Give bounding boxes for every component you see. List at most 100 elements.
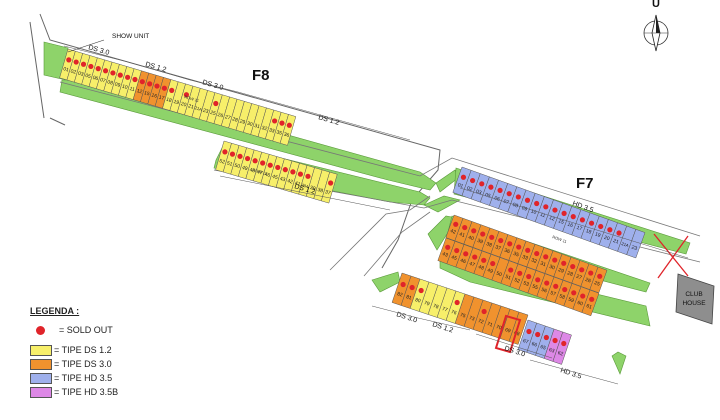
sold-out-dot (453, 221, 459, 227)
legend-item: = TIPE HD 3.5B (30, 386, 200, 398)
sold-out-dot (570, 263, 576, 270)
lot-number: 36 (503, 248, 510, 256)
lot-25[interactable]: 25 (589, 266, 608, 294)
lot-18[interactable]: 18 (580, 212, 600, 242)
lot-number: 33 (268, 127, 275, 134)
lot-number: 73 (468, 315, 475, 323)
sold-out-dot (506, 191, 512, 197)
sold-out-dot (290, 169, 296, 175)
lot-number: 26 (584, 277, 591, 285)
sold-out-dot (561, 340, 567, 347)
lot-59[interactable]: 59 (563, 283, 582, 310)
lot-number: 65 (539, 344, 546, 352)
lot-number: 63 (548, 347, 555, 355)
legend-label: = TIPE HD 3.5 (54, 373, 113, 383)
lot-51[interactable]: 51 (500, 260, 519, 287)
lot-68[interactable]: 68 (508, 311, 529, 345)
sold-out-dot (553, 283, 559, 289)
sold-out-dot (66, 57, 72, 63)
lot-33[interactable]: 33 (517, 240, 536, 268)
lot-number: 45 (271, 174, 278, 181)
sold-out-dot (526, 273, 532, 280)
lot-shape (279, 114, 297, 146)
legend-item: = TIPE DS 1.2 (30, 344, 200, 356)
lot-62[interactable]: 62 (552, 331, 572, 365)
lot-80[interactable]: 80 (409, 278, 430, 312)
lot-number: 33 (521, 254, 528, 262)
sold-out-dot (562, 286, 568, 293)
compass-north-letter: U (652, 0, 660, 10)
sold-out-dot (481, 308, 487, 315)
sold-out-dot (213, 100, 219, 107)
lot-number: 50 (495, 271, 502, 279)
lot-31[interactable]: 31 (535, 247, 554, 274)
sold-out-dot (579, 267, 585, 273)
lot-number: 08 (106, 79, 113, 86)
lot-18[interactable]: 18 (162, 79, 179, 111)
lot-number: 01 (62, 66, 69, 73)
lot-number: 38 (485, 241, 492, 249)
lot-number: 48 (477, 264, 484, 272)
sold-out-dot (524, 197, 531, 203)
lot-23[interactable]: 23 (626, 229, 646, 259)
sold-out-dot (515, 194, 521, 200)
lot-17[interactable]: 17 (571, 209, 591, 239)
lot-35[interactable]: 35 (272, 111, 289, 144)
lot-number: 20 (180, 101, 187, 108)
lot-shape (581, 289, 600, 317)
lot-number: 21A (194, 105, 203, 112)
lot-02[interactable]: 02 (66, 50, 84, 83)
lot-40[interactable]: 40 (463, 221, 482, 248)
sold-out-dot (561, 210, 567, 216)
sold-out-dot (535, 331, 541, 338)
lot-number: 69 (504, 327, 511, 335)
lot-number: 49 (486, 267, 493, 275)
lot-number: 10 (530, 208, 537, 216)
lot-39A[interactable]: 39A (298, 165, 315, 197)
sold-out-dot (462, 224, 468, 231)
sold-out-dot (552, 207, 558, 213)
lot-number: 59 (567, 297, 574, 305)
lot-41[interactable]: 41 (290, 162, 308, 195)
lot-61[interactable]: 61 (581, 289, 600, 317)
sold-out-dot (472, 254, 478, 260)
lot-number: 25 (209, 110, 216, 117)
lot-41[interactable]: 41 (454, 217, 473, 245)
crossed-lot-marker (653, 233, 689, 279)
lot-shape (626, 229, 646, 259)
lot-number: 07 (99, 77, 106, 84)
dimension-label: HD 3.5 (559, 367, 582, 380)
lot-number: 52 (218, 158, 225, 165)
lot-number: 20 (603, 235, 610, 243)
sold-out-dot (463, 251, 469, 257)
lot-67[interactable]: 67 (517, 319, 538, 353)
sold-out-dot (497, 187, 503, 193)
lot-number: 28 (566, 270, 573, 278)
sold-out-dot (125, 74, 131, 80)
lot-36[interactable]: 36 (279, 114, 297, 146)
sold-out-dot (571, 290, 577, 296)
lot-45[interactable]: 45 (446, 240, 465, 268)
sold-out-dot (117, 72, 123, 78)
road-label: ROW 11 (252, 167, 269, 176)
sold-out-dot (526, 328, 532, 335)
lot-06[interactable]: 06 (88, 57, 106, 90)
lot-number: 40 (467, 235, 474, 243)
sold-out-dot (183, 92, 190, 98)
lot-08[interactable]: 08 (103, 61, 120, 94)
lot-number: 15 (143, 90, 150, 97)
lot-10[interactable]: 10 (525, 192, 545, 223)
lot-45[interactable]: 45 (268, 156, 285, 188)
lot-57[interactable]: 57 (545, 276, 564, 304)
show-unit-pointer (67, 39, 105, 53)
sold-out-dot (147, 81, 153, 87)
lot-37[interactable]: 37 (320, 171, 338, 204)
lot-number: 78 (432, 303, 439, 311)
lot-11[interactable]: 11 (125, 68, 142, 100)
sold-out-dot (481, 257, 487, 263)
lot-number: 75 (459, 312, 466, 320)
sold-out-dot (260, 160, 266, 166)
lot-number: 28 (231, 116, 238, 123)
legend-item: = TIPE HD 3.5 (30, 372, 200, 384)
